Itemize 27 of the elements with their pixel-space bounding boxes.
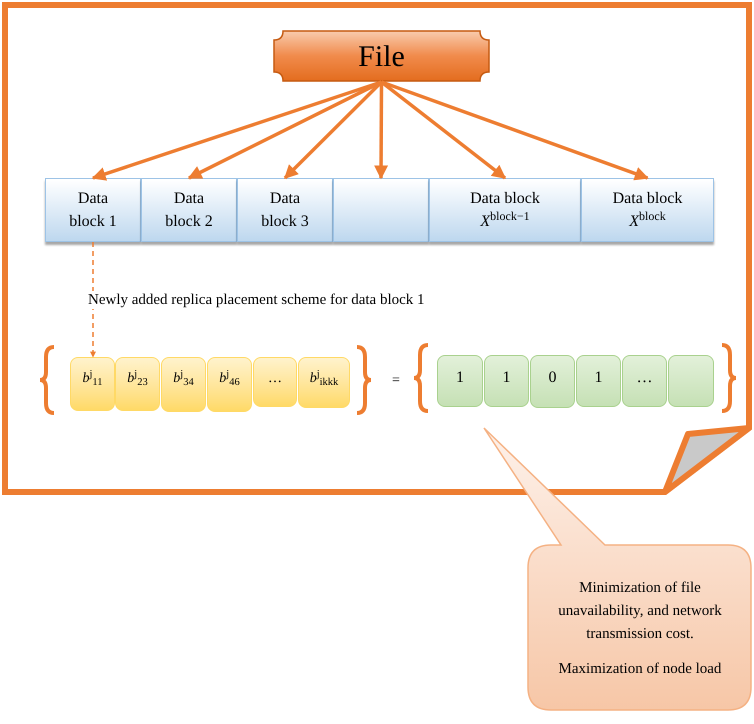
arrow — [92, 80, 382, 181]
data-block: Data block 1 — [45, 178, 141, 242]
data-block: Data block X$^{block−1}$ — [429, 178, 581, 242]
bit-cell: 1 — [576, 355, 621, 407]
bit-cell — [668, 355, 714, 407]
file-title: File — [358, 38, 405, 74]
arrow — [374, 82, 388, 180]
data-block: Data block 2 — [141, 178, 237, 242]
arrow — [188, 80, 382, 180]
arrow — [380, 80, 506, 180]
data-block — [333, 178, 429, 242]
file-plaque — [273, 30, 490, 82]
equals-sign: = — [392, 372, 400, 390]
data-block: Data block 3 — [237, 178, 333, 242]
bit-cell: 1 — [437, 355, 483, 407]
arrow — [90, 242, 96, 358]
data-block: Data block X$^{block}$ — [581, 178, 714, 242]
page-frame — [2, 2, 752, 495]
edge-label: Newly added replica placement scheme for data block 1 — [88, 291, 425, 309]
bit-cell: 0 — [530, 355, 575, 408]
arrow — [380, 80, 649, 180]
replica-cell: … — [253, 357, 297, 407]
callout-text: Minimization of file unavailability, and network transmission cost. — [557, 578, 723, 644]
callout-bubble — [483, 425, 754, 712]
callout-text: Maximization of node load — [558, 660, 722, 678]
bit-cell: … — [622, 355, 667, 407]
bit-cell: 1 — [484, 355, 529, 407]
